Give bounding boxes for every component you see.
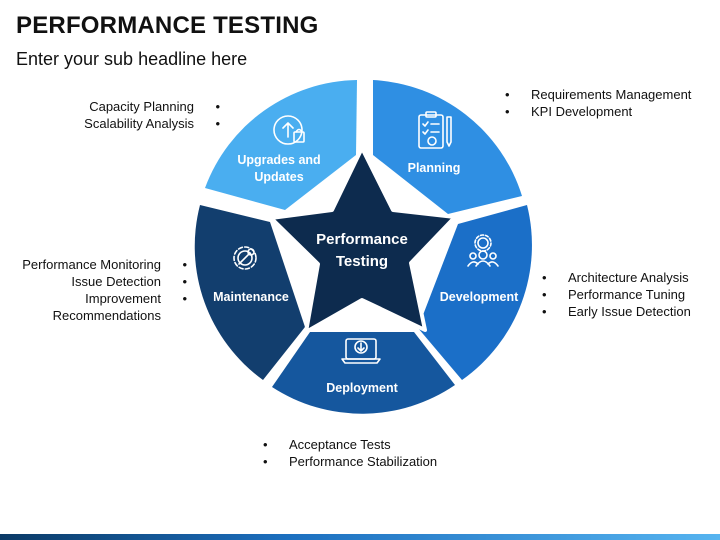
gear-wrench-icon <box>233 246 257 270</box>
list-item: Architecture Analysis <box>542 269 691 286</box>
page-title: PERFORMANCE TESTING <box>16 12 319 39</box>
list-item: Improvement <box>22 290 187 307</box>
list-item: Acceptance Tests <box>263 436 437 453</box>
segment-label-deployment: Deployment <box>326 381 398 395</box>
ring <box>194 80 532 414</box>
segment-label-upgrades-1: Upgrades and <box>237 153 320 167</box>
notes-deployment: Acceptance Tests Performance Stabilizati… <box>263 436 437 470</box>
laptop-download-icon <box>341 338 381 364</box>
upload-shopping-bag-icon <box>273 115 305 145</box>
list-item: Capacity Planning <box>84 98 220 115</box>
notes-maintenance: Performance Monitoring Issue Detection I… <box>22 256 187 324</box>
center-star <box>269 146 457 334</box>
list-item: Requirements Management <box>505 86 691 103</box>
segment-label-upgrades-2: Updates <box>254 170 303 184</box>
notes-planning: Requirements Management KPI Development <box>505 86 691 120</box>
list-item: Performance Tuning <box>542 286 691 303</box>
segment-planning[interactable] <box>373 80 522 214</box>
team-gear-icon <box>467 234 499 267</box>
segment-development[interactable] <box>418 205 532 380</box>
list-item: Performance Stabilization <box>263 453 437 470</box>
segment-label-maintenance: Maintenance <box>213 290 289 304</box>
segment-upgrades[interactable] <box>205 80 357 210</box>
segment-label-planning: Planning <box>408 161 461 175</box>
bottom-accent-bar <box>0 534 720 540</box>
notes-development: Architecture Analysis Performance Tuning… <box>542 269 691 320</box>
segment-label-development: Development <box>440 290 519 304</box>
segment-maintenance[interactable] <box>194 205 305 380</box>
page-subtitle: Enter your sub headline here <box>16 49 248 69</box>
list-item: KPI Development <box>505 103 691 120</box>
list-item: Scalability Analysis <box>84 115 220 132</box>
list-item: Early Issue Detection <box>542 303 691 320</box>
clipboard-checklist-icon <box>418 111 452 149</box>
list-item: Recommendations <box>52 308 161 323</box>
list-item: Performance Monitoring <box>22 256 187 273</box>
center-label-line2: Testing <box>336 253 388 270</box>
segment-deployment[interactable] <box>272 332 455 414</box>
center-label-line1: Performance <box>316 231 408 248</box>
list-item: Issue Detection <box>22 273 187 290</box>
notes-upgrades: Capacity Planning Scalability Analysis <box>84 98 220 132</box>
